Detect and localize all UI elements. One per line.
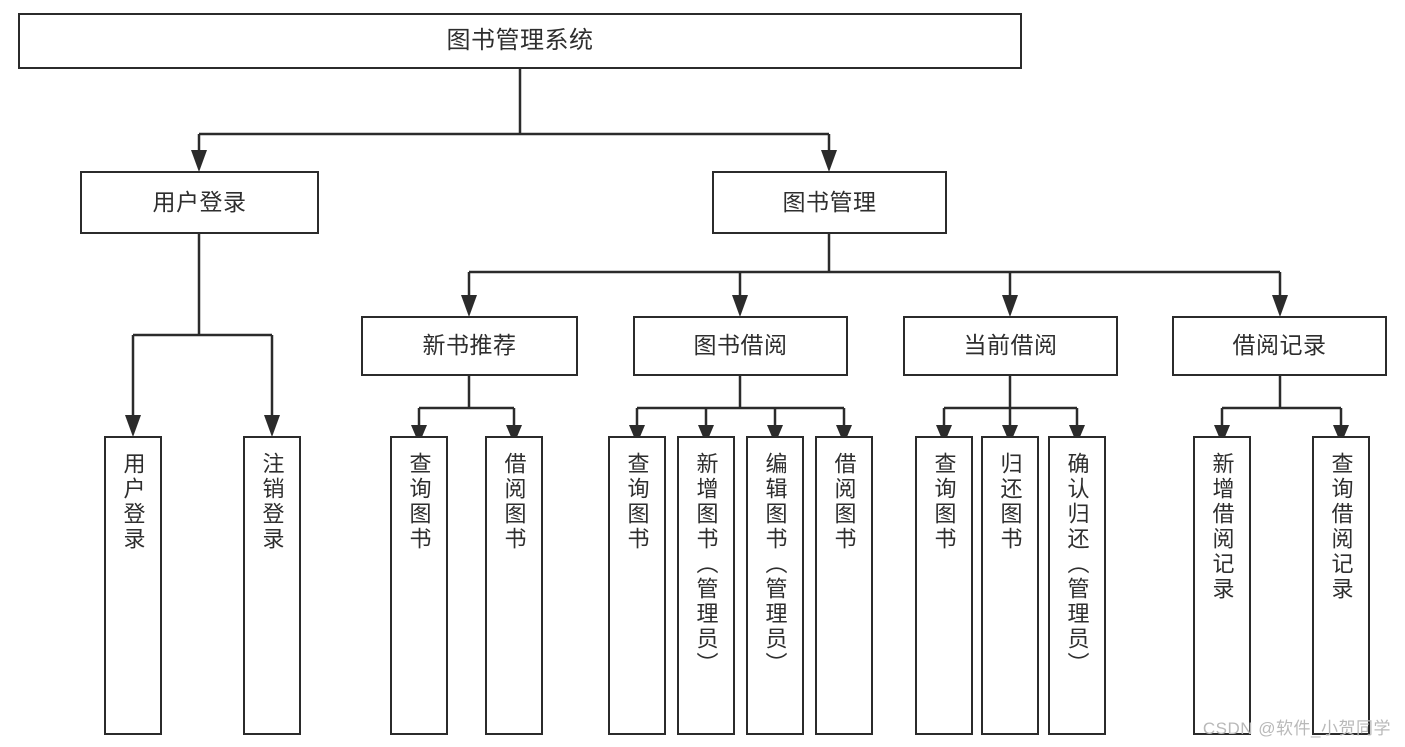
node-label: 编辑图书（管理员） — [762, 452, 788, 677]
leaf-user-login[interactable]: 用户登录 — [104, 436, 162, 735]
leaf-new-query-book[interactable]: 查询图书 — [390, 436, 448, 735]
node-label: 注销登录 — [259, 452, 285, 552]
node-label: 查询借阅记录 — [1328, 452, 1354, 602]
node-book-management[interactable]: 图书管理 — [712, 171, 947, 234]
node-label: 图书管理系统 — [446, 26, 594, 54]
node-label: 用户登录 — [152, 188, 247, 215]
node-current-borrow[interactable]: 当前借阅 — [903, 316, 1118, 376]
leaf-current-query-book[interactable]: 查询图书 — [915, 436, 973, 735]
leaf-new-borrow-book[interactable]: 借阅图书 — [485, 436, 543, 735]
node-label: 借阅图书 — [501, 452, 527, 552]
leaf-user-logout[interactable]: 注销登录 — [243, 436, 301, 735]
node-root-system[interactable]: 图书管理系统 — [18, 13, 1022, 69]
node-label: 借阅记录 — [1232, 332, 1327, 359]
node-book-borrow[interactable]: 图书借阅 — [633, 316, 848, 376]
node-label: 确认归还（管理员） — [1064, 452, 1090, 677]
node-label: 归还图书 — [997, 452, 1023, 552]
node-label: 新书推荐 — [422, 332, 517, 359]
leaf-borrow-add-book-admin[interactable]: 新增图书（管理员） — [677, 436, 735, 735]
node-label: 新增图书（管理员） — [693, 452, 719, 677]
node-label: 查询图书 — [406, 452, 432, 552]
leaf-current-return-book[interactable]: 归还图书 — [981, 436, 1039, 735]
node-label: 图书借阅 — [693, 332, 788, 359]
leaf-borrow-query-book[interactable]: 查询图书 — [608, 436, 666, 735]
csdn-watermark: CSDN @软件_小贺同学 — [1202, 719, 1391, 738]
node-new-book-recommend[interactable]: 新书推荐 — [361, 316, 578, 376]
leaf-borrow-borrow-book[interactable]: 借阅图书 — [815, 436, 873, 735]
node-label: 用户登录 — [120, 452, 146, 552]
leaf-current-confirm-return-admin[interactable]: 确认归还（管理员） — [1048, 436, 1106, 735]
leaf-record-add[interactable]: 新增借阅记录 — [1193, 436, 1251, 735]
leaf-borrow-edit-book-admin[interactable]: 编辑图书（管理员） — [746, 436, 804, 735]
node-label: 图书管理 — [782, 188, 877, 215]
node-borrow-record[interactable]: 借阅记录 — [1172, 316, 1387, 376]
node-label: 当前借阅 — [963, 332, 1058, 359]
node-label: 查询图书 — [624, 452, 650, 552]
node-user-login[interactable]: 用户登录 — [80, 171, 319, 234]
node-label: 查询图书 — [931, 452, 957, 552]
node-label: 借阅图书 — [831, 452, 857, 552]
leaf-record-query[interactable]: 查询借阅记录 — [1312, 436, 1370, 735]
node-label: 新增借阅记录 — [1209, 452, 1235, 602]
